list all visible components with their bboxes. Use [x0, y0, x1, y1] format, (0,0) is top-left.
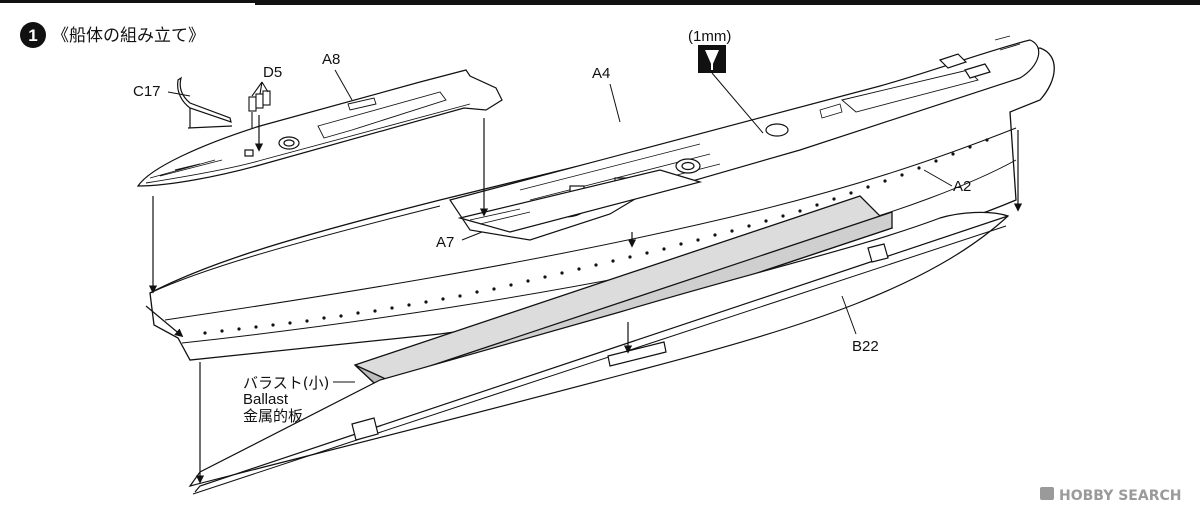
drill-icon [698, 45, 764, 134]
leader-a4 [609, 83, 621, 123]
part-a8-deck [136, 69, 503, 187]
step-title: 《船体の組み立て》 [52, 26, 205, 46]
step-number-badge [20, 22, 46, 48]
leader-a7 [461, 231, 483, 241]
assembly-arrows [145, 115, 1023, 484]
ballast-en-label: Ballast [243, 391, 289, 408]
leader-a8 [334, 69, 353, 101]
drill-size-label: (1mm) [688, 28, 731, 45]
label-c17: C17 [133, 83, 161, 100]
ballast-jp-label: バラスト(小) [243, 374, 329, 392]
part-d5-illustration [248, 81, 271, 148]
leader-a2 [923, 169, 953, 187]
label-b22: B22 [852, 338, 879, 355]
top-border [0, 0, 1200, 5]
watermark-brand: HOBBY SEARCH [1059, 488, 1181, 504]
part-c17-illustration [167, 76, 233, 129]
part-b22-bottom [188, 211, 1010, 495]
step-header: 1 《船体の組み立て》 [20, 22, 205, 48]
label-d5: D5 [263, 64, 282, 81]
hobby-search-logo-icon [1040, 487, 1054, 500]
step-number: 1 [28, 26, 37, 45]
leader-b22 [841, 295, 857, 335]
part-a7-deck [457, 169, 703, 233]
label-a8: A8 [322, 51, 340, 68]
label-a4: A4 [592, 65, 610, 82]
hobby-search-watermark: HOBBY SEARCH [1040, 487, 1181, 504]
ballast-material-label: 金属的板 [243, 407, 303, 425]
label-a2: A2 [953, 178, 971, 195]
label-a7: A7 [436, 234, 454, 251]
porthole-row [203, 138, 989, 335]
